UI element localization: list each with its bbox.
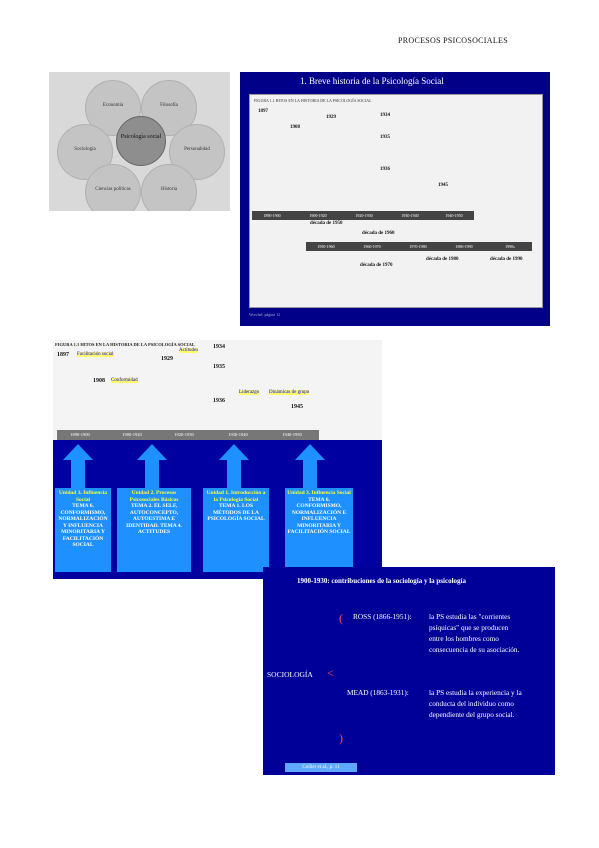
sociologia-label: SOCIOLOGÍA <box>267 670 313 679</box>
period-label: 1930-1940 <box>401 213 419 218</box>
bracket-icon: ( <box>339 611 343 625</box>
unit-title: Unidad 1. Introducción a la Psicología S… <box>206 490 266 503</box>
period-label: 1940-1950 <box>282 432 302 437</box>
arrow-stem <box>71 460 85 488</box>
arrow-up-icon <box>219 444 249 460</box>
period-label: 1960-1970 <box>363 244 381 249</box>
highlight-label: Facilitación social <box>77 352 114 357</box>
period-label: 1980-1990 <box>455 244 473 249</box>
highlight-label: Liderazgo <box>239 390 260 395</box>
period-label: 1890-1900 <box>263 213 281 218</box>
period-label: 1920-1930 <box>355 213 373 218</box>
year-label: 1936 <box>380 167 390 172</box>
ross-text: la PS estudia las "corrientes psíquicas"… <box>429 612 520 654</box>
arrow-stem <box>227 460 241 488</box>
unit-title: Unidad 2. Procesos Psicosociales Básicos <box>129 490 179 503</box>
year-label: 1936 <box>213 398 225 404</box>
unit-topic: TEMA 6. CONFORMISMO, NORMALIZACIÓN Y INF… <box>58 503 108 548</box>
decade-label: década de 1950 <box>310 221 343 226</box>
highlight-label: Actitudes <box>179 348 199 353</box>
period-label: 1890-1900 <box>70 432 90 437</box>
slide-title: 1900-1930: contribuciones de la sociolog… <box>297 577 466 585</box>
venn-petal: Ciencias políticas <box>85 164 141 211</box>
year-label: 1897 <box>258 109 268 114</box>
year-label: 1934 <box>213 344 225 350</box>
units-figure: FIGURA 1.1 HITOS EN LA HISTORIA DE LA PS… <box>53 340 382 579</box>
year-label: 1908 <box>93 378 105 384</box>
unit-box: Unidad 1. Introducción a la Psicología S… <box>203 488 269 572</box>
arrow-up-icon <box>295 444 325 460</box>
decade-label: década de 1990 <box>490 257 523 262</box>
period-label: 1940-1950 <box>445 213 463 218</box>
timeline-bar-bottom: 1950-1960 1960-1970 1970-1980 1980-1990 … <box>306 242 532 251</box>
unit-topic: TEMA 2. EL SELF, AUTOCONCEPTO, AUTOESTIM… <box>126 503 182 535</box>
contributions-slide: 1900-1930: contribuciones de la sociolog… <box>263 567 555 775</box>
bracket-icon: ) <box>339 731 343 745</box>
year-label: 1897 <box>57 352 69 358</box>
mead-name: MEAD (1863-1931): <box>347 688 409 697</box>
year-label: 1945 <box>438 183 448 188</box>
year-label: 1929 <box>326 115 336 120</box>
year-label: 1934 <box>380 113 390 118</box>
unit-title: Unidad 3. Influencia Social <box>287 490 351 496</box>
unit-topic: TEMA 6. CONFORMISMO, NORMALIZACIÓN E INF… <box>287 496 351 536</box>
slide-title: 1. Breve historia de la Psicología Socia… <box>300 76 444 86</box>
timeline-excerpt: FIGURA 1.1 HITOS EN LA HISTORIA DE LA PS… <box>53 340 382 440</box>
slide-footer: Worchel, página 12 <box>249 312 281 317</box>
period-label: 1990s <box>505 244 515 249</box>
decade-label: década de 1970 <box>360 263 393 268</box>
unit-box: Unidad 2. Procesos Psicosociales Básicos… <box>117 488 191 572</box>
unit-topic: TEMA 1. LOS MÉTODOS DE LA PSICOLOGÍA SOC… <box>207 503 265 522</box>
bracket-icon: < <box>327 666 334 680</box>
unit-title: Unidad 3. Influencia Social <box>58 490 108 503</box>
venn-center: Psicología social <box>116 116 166 166</box>
arrow-stem <box>303 460 317 488</box>
period-label: 1930-1940 <box>228 432 248 437</box>
period-label: 1920-1930 <box>174 432 194 437</box>
year-label: 1945 <box>291 404 303 410</box>
period-label: 1970-1980 <box>409 244 427 249</box>
period-label: 1900-1920 <box>309 213 327 218</box>
venn-petal: Historia <box>141 164 197 211</box>
year-label: 1908 <box>290 125 300 130</box>
venn-figure: Economía Filosofía Sociología Personalid… <box>49 72 230 211</box>
arrow-stem <box>145 460 159 488</box>
mead-text: la PS estudia la experiencia y la conduc… <box>429 688 522 719</box>
highlight-label: Dinámicas de grupo <box>269 390 310 395</box>
ross-name: ROSS (1866-1951): <box>353 612 412 621</box>
timeline-bar: 1890-1900 1900-1920 1920-1930 1930-1940 … <box>57 430 319 440</box>
timeline-bar-top: 1890-1900 1900-1920 1920-1930 1930-1940 … <box>252 211 474 220</box>
period-label: 1900-1920 <box>122 432 142 437</box>
year-label: 1929 <box>161 356 173 362</box>
period-label: 1950-1960 <box>317 244 335 249</box>
figure-caption: FIGURA 1.1 HITOS EN LA HISTORIA DE LA PS… <box>55 342 195 347</box>
timeline-panel: FIGURA 1.1 HITOS EN LA HISTORIA DE LA PS… <box>249 94 543 308</box>
year-label: 1935 <box>380 135 390 140</box>
decade-label: década de 1960 <box>362 231 395 236</box>
decade-label: década de 1980 <box>426 257 459 262</box>
figure-caption: FIGURA 1.1 HITOS EN LA HISTORIA DE LA PS… <box>254 98 372 103</box>
arrow-up-icon <box>137 444 167 460</box>
arrow-up-icon <box>63 444 93 460</box>
page-header: PROCESOS PSICOSOCIALES <box>398 36 508 45</box>
history-slide: 1. Breve historia de la Psicología Socia… <box>240 72 550 326</box>
slide-footer: Collier et al., p. 11 <box>285 763 357 772</box>
highlight-label: Conformidad <box>111 378 138 383</box>
year-label: 1935 <box>213 364 225 370</box>
